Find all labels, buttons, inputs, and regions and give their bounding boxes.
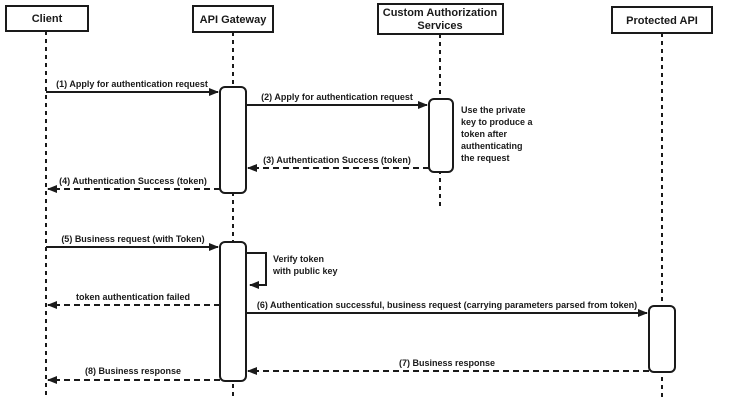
participant-label-custom-authorization-line2: Services xyxy=(417,20,462,32)
message-3-label: (3) Authentication Success (token) xyxy=(263,155,411,165)
message-failed-label: token authentication failed xyxy=(76,292,190,302)
message-5-label: (5) Business request (with Token) xyxy=(61,234,204,244)
activation-custom-authorization xyxy=(428,98,454,173)
participant-label-custom-authorization-line1: Custom Authorization xyxy=(383,7,498,19)
note-line-2: key to produce a xyxy=(461,117,534,127)
participant-label-api-gateway: API Gateway xyxy=(200,14,268,26)
participant-label-client: Client xyxy=(32,13,63,25)
note-line-4: authenticating xyxy=(461,141,523,151)
participant-box-custom-authorization-services xyxy=(377,3,504,35)
message-7-label: (7) Business response xyxy=(399,358,495,368)
note-line-3: token after xyxy=(461,129,508,139)
message-1-label: (1) Apply for authentication request xyxy=(56,79,208,89)
activation-api-gateway-auth xyxy=(219,86,247,194)
note-line-5: the request xyxy=(461,153,510,163)
message-self-verify-arrow xyxy=(247,252,267,289)
activation-protected-api xyxy=(648,305,676,373)
note-line-1: Use the private xyxy=(461,105,526,115)
message-self-verify-label-line2: with public key xyxy=(272,266,338,276)
message-8-label: (8) Business response xyxy=(85,366,181,376)
activation-api-gateway-business xyxy=(219,241,247,382)
participant-label-protected-api: Protected API xyxy=(626,15,698,27)
message-self-verify-label-line1: Verify token xyxy=(273,254,324,264)
message-4-label: (4) Authentication Success (token) xyxy=(59,176,207,186)
message-2-label: (2) Apply for authentication request xyxy=(261,92,413,102)
participant-box-api-gateway xyxy=(192,5,274,33)
participant-box-protected-api xyxy=(611,6,713,34)
participant-box-client xyxy=(5,5,89,32)
message-6-label: (6) Authentication successful, business … xyxy=(257,300,637,310)
